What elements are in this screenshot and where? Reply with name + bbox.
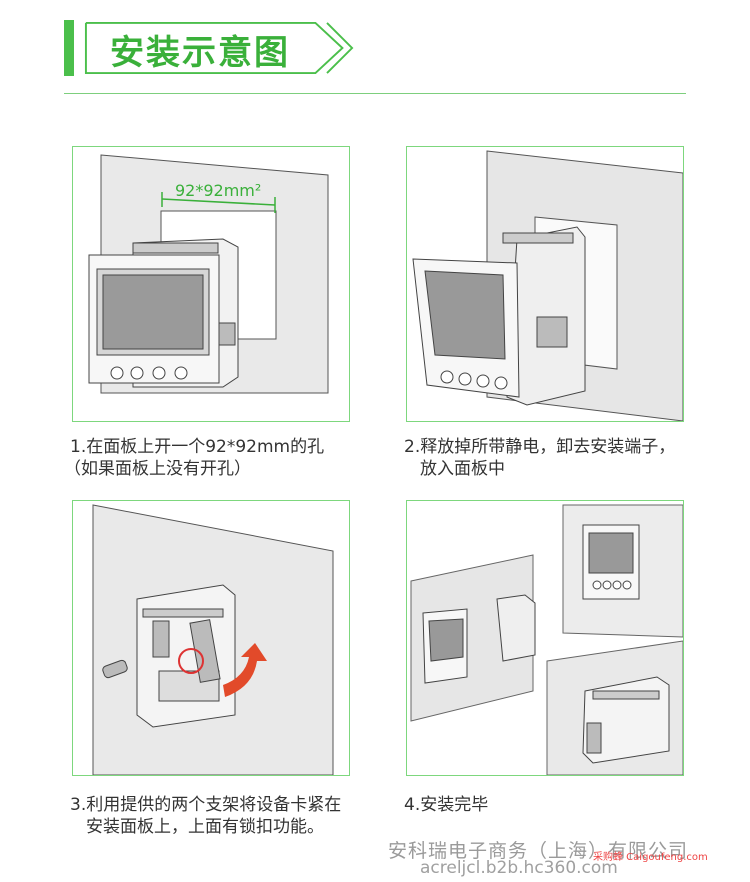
step-3-caption-line2: 安装面板上，上面有锁扣功能。 — [86, 817, 324, 837]
step-4-illustration — [406, 500, 684, 776]
step-1-dimension-label: 92*92mm² — [175, 181, 262, 200]
page-title: 安装示意图 — [110, 33, 290, 73]
header-accent-bar — [64, 20, 74, 76]
footer-company: 安科瑞电子商务（上海）有限公司 — [388, 840, 689, 862]
step-4-drawing — [410, 504, 683, 775]
header-divider — [64, 93, 686, 94]
step-2-illustration — [406, 146, 684, 422]
step-1-caption-line1: 1.在面板上开一个92*92mm的孔 — [70, 437, 325, 457]
step-1-caption-line2: （如果面板上没有开孔） — [64, 459, 251, 479]
step-2-caption-line2: 放入面板中 — [420, 459, 505, 479]
step-1-drawing — [88, 154, 329, 394]
step-4-caption: 4.安装完毕 — [404, 795, 489, 815]
step-2-drawing — [412, 150, 683, 421]
step-3-caption-line1: 3.利用提供的两个支架将设备卡紧在 — [70, 795, 342, 815]
step-2-caption-line1: 2.释放掉所带静电，卸去安装端子， — [404, 437, 676, 457]
step-1-illustration — [72, 146, 350, 422]
watermark-text: 采购蜂 Caigoufeng.com — [593, 852, 708, 863]
footer-url: acreljcl.b2b.hc360.com — [420, 858, 618, 878]
title-arrow-frame — [84, 21, 354, 75]
step-3-illustration — [72, 500, 350, 776]
step-3-drawing — [92, 504, 334, 775]
